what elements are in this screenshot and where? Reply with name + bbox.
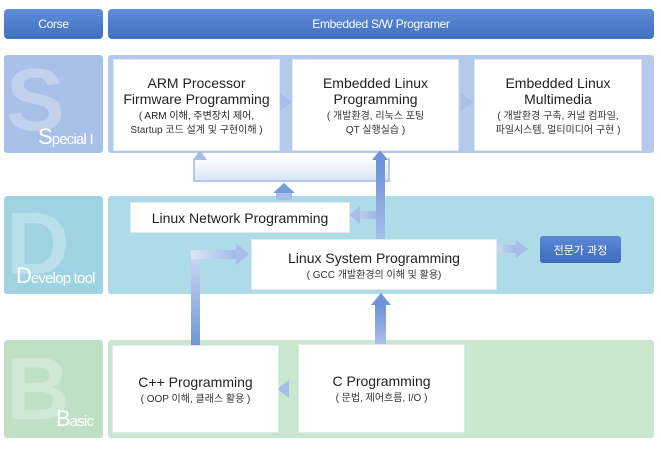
network-up-arrow — [273, 183, 295, 193]
linux-sub-line1: ( 개발환경, 리눅스 포팅 — [326, 111, 425, 122]
special-level-cap: S — [38, 124, 53, 149]
system-to-linux-line — [376, 160, 385, 240]
basic-level-cap: B — [56, 406, 71, 431]
card-embedded-linux: Embedded Linux Programming ( 개발환경, 리눅스 포… — [292, 59, 459, 151]
multimedia-sub-line1: ( 개발환경 구축, 커널 컴파일, — [497, 111, 619, 122]
expert-course-tag: 전문가 과정 — [540, 236, 621, 263]
arm-sub-line1: ( ARM 이해, 주변장치 제어, — [138, 111, 255, 122]
network-up-stem — [276, 190, 292, 200]
develop-level-band — [4, 196, 103, 294]
arm-sub-line2: Startup 코드 설계 및 구현이해 ) — [130, 125, 263, 136]
linux-to-multimedia-arrow — [461, 93, 473, 111]
develop-level-cap: D — [16, 263, 32, 288]
arm-to-linux-arrow — [280, 93, 292, 111]
card-linux-network: Linux Network Programming — [130, 202, 350, 233]
linux-title-line2: Programming — [333, 91, 418, 107]
special-watermark-letter: S — [6, 50, 65, 149]
basic-level-label: Basic — [56, 406, 94, 432]
card-linux-system: Linux System Programming ( GCC 개발환경의 이해 … — [251, 239, 497, 290]
cpp-to-system-horizontal — [191, 250, 239, 259]
c-to-system-arrow — [371, 293, 391, 305]
c-to-system-line — [375, 302, 386, 344]
card-c: C Programming ( 문법, 제어흐름, I/O ) — [298, 344, 465, 433]
header-course-label: Corse — [4, 9, 103, 39]
system-to-network-arrow — [349, 206, 360, 224]
linux-title-line1: Embedded Linux — [322, 75, 429, 91]
system-title: Linux System Programming — [288, 250, 460, 266]
arm-title-line2: Firmware Programming — [123, 91, 270, 107]
cpp-to-system-vertical — [191, 250, 200, 348]
multimedia-title-line2: Multimedia — [524, 91, 592, 107]
c-sub: ( 문법, 제어흐름, I/O ) — [335, 393, 428, 404]
special-feedback-bracket — [193, 158, 390, 182]
cpp-sub: ( OOP 이해, 클래스 활용 ) — [140, 394, 251, 405]
cpp-title: C++ Programming — [138, 374, 253, 390]
card-linux-multimedia: Embedded Linux Multimedia ( 개발환경 구축, 커널 … — [474, 59, 642, 151]
system-to-expert-arrow — [516, 240, 528, 258]
c-title: C Programming — [332, 373, 431, 389]
c-to-cpp-arrow — [277, 380, 289, 398]
basic-watermark-letter: B — [6, 339, 70, 438]
multimedia-sub-line2: 파일시스템, 멀티미디어 구현 ) — [495, 125, 621, 136]
header-title: Embedded S/W Programer — [108, 9, 654, 39]
develop-level-rest: evelop tool — [30, 270, 96, 287]
header-left-text: Corse — [38, 17, 69, 31]
system-sub: ( GCC 개발환경의 이해 및 활용) — [306, 270, 442, 281]
develop-watermark-letter: D — [6, 194, 70, 293]
system-to-expert-shaft — [497, 245, 517, 253]
arm-up-arrow — [193, 150, 207, 160]
cpp-to-system-arrow — [236, 243, 249, 265]
system-to-network-shaft — [350, 211, 376, 219]
special-level-label: Special I — [38, 124, 94, 150]
header-right-text: Embedded S/W Programer — [312, 17, 450, 31]
multimedia-title-line1: Embedded Linux — [505, 75, 611, 91]
basic-level-band — [4, 340, 103, 438]
network-title: Linux Network Programming — [151, 209, 329, 226]
card-cpp: C++ Programming ( OOP 이해, 클래스 활용 ) — [112, 345, 279, 433]
card-arm-firmware: ARM Processor Firmware Programming ( ARM… — [113, 59, 280, 151]
develop-level-label: Develop tool — [16, 263, 95, 289]
basic-level-rest: asic — [69, 413, 94, 430]
arm-title-line1: ARM Processor — [147, 75, 246, 91]
special-level-band — [4, 55, 103, 153]
special-level-rest: pecial I — [51, 131, 94, 148]
linux-sub-line2: QT 실행실습 ) — [345, 125, 406, 136]
linux-up-arrow — [372, 150, 388, 160]
expert-course-text: 전문가 과정 — [553, 244, 608, 257]
